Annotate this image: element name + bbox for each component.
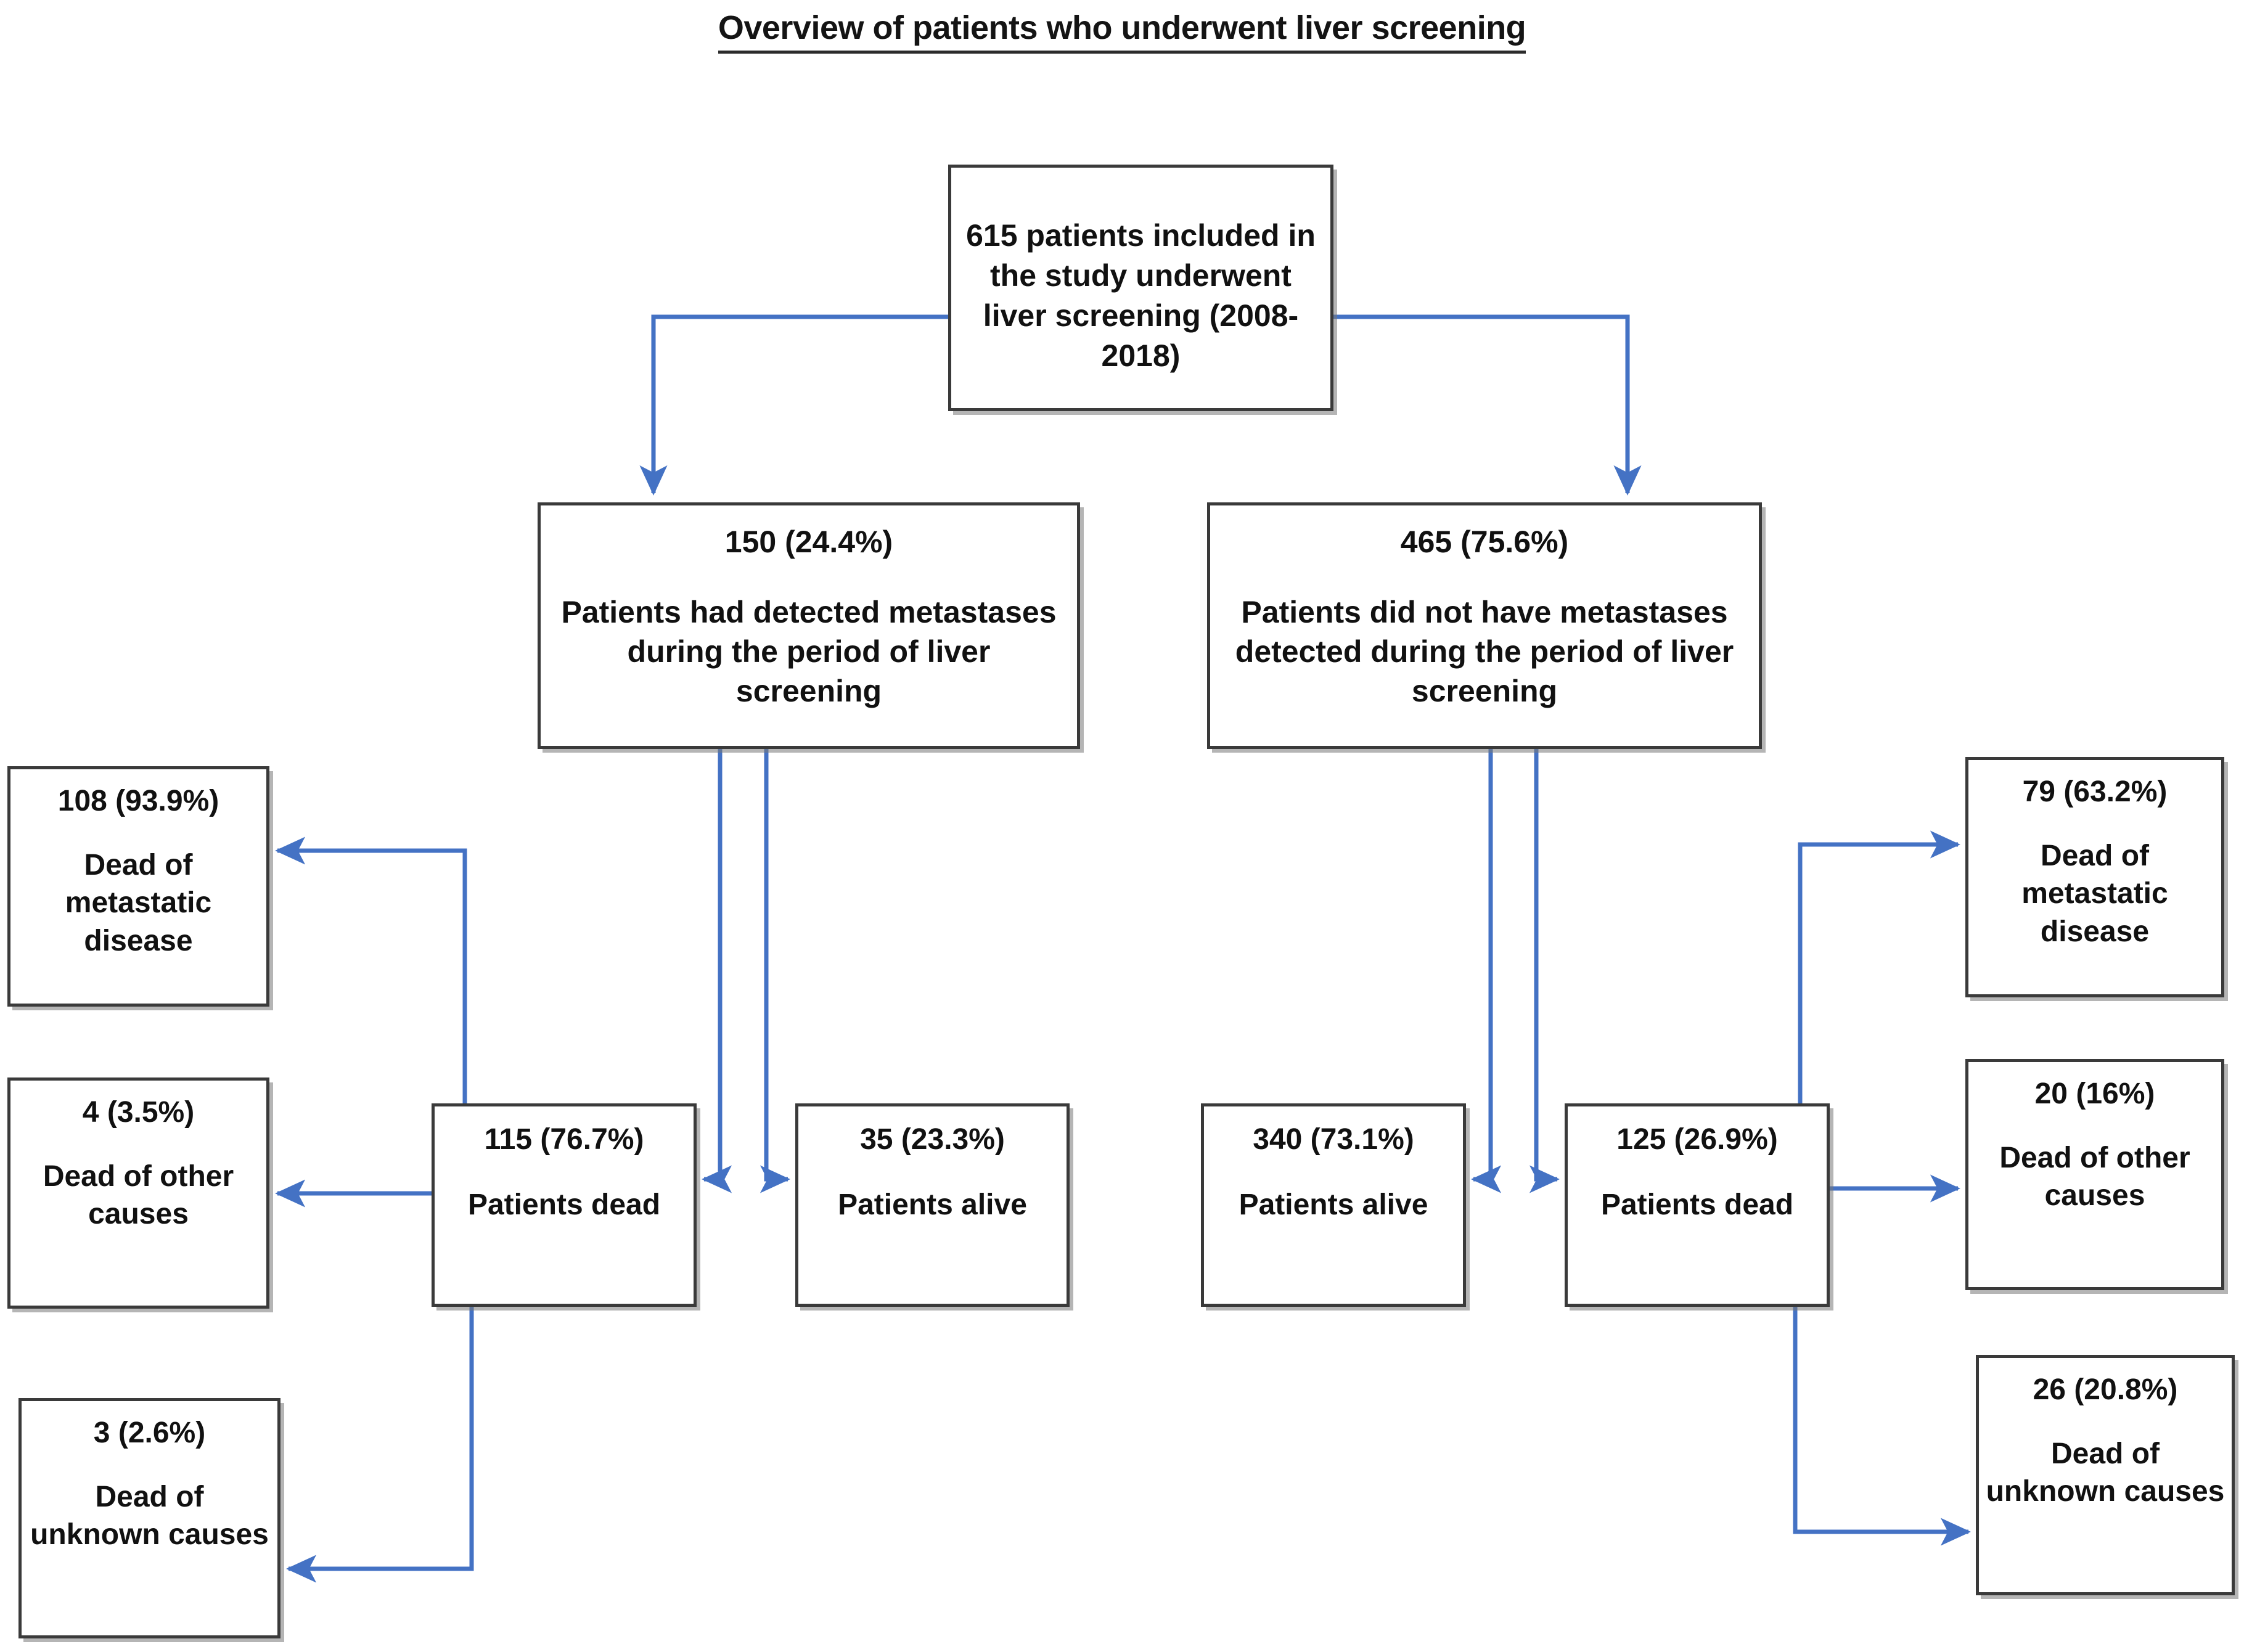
node-left-outcome-metastatic[interactable]: 108 (93.9%) Dead of metastatic disease bbox=[7, 766, 269, 1007]
node-left-outcome-metastatic-desc: Dead of metastatic disease bbox=[65, 848, 212, 957]
connector-notdetected-to-dead-right bbox=[1529, 749, 1560, 1193]
page-title: Overview of patients who underwent liver… bbox=[0, 9, 2244, 54]
node-root[interactable]: 615 patients included in the study under… bbox=[948, 165, 1333, 411]
node-left-outcome-unknown-count: 3 (2.6%) bbox=[93, 1417, 206, 1449]
node-left-outcome-metastatic-count: 108 (93.9%) bbox=[57, 785, 219, 817]
node-right-outcome-unknown[interactable]: 26 (20.8%) Dead of unknown causes bbox=[1976, 1355, 2235, 1595]
node-detected-count: 150 (24.4%) bbox=[724, 525, 893, 559]
node-dead-right[interactable]: 125 (26.9%) Patients dead bbox=[1565, 1103, 1830, 1307]
connector-detected-to-alive-left bbox=[760, 749, 790, 1193]
node-alive-right-count: 340 (73.1%) bbox=[1253, 1123, 1414, 1156]
node-detected-desc: Patients had detected metastases during … bbox=[561, 595, 1057, 708]
node-alive-right-desc: Patients alive bbox=[1239, 1188, 1428, 1221]
node-left-outcome-unknown[interactable]: 3 (2.6%) Dead of unknown causes bbox=[18, 1398, 280, 1638]
node-left-outcome-other-desc: Dead of other causes bbox=[43, 1159, 234, 1231]
connector-dead-left-to-unknown bbox=[286, 1307, 474, 1583]
node-alive-left[interactable]: 35 (23.3%) Patients alive bbox=[795, 1103, 1070, 1307]
node-right-outcome-unknown-desc: Dead of unknown causes bbox=[1986, 1437, 2225, 1508]
node-dead-right-desc: Patients dead bbox=[1600, 1188, 1794, 1221]
node-right-outcome-other-count: 20 (16%) bbox=[2034, 1077, 2155, 1110]
connector-root-to-detected bbox=[639, 314, 948, 496]
connector-root-to-notdetected bbox=[1333, 314, 1642, 496]
connector-notdetected-to-alive-right bbox=[1471, 749, 1502, 1193]
node-root-text: 615 patients included in the study under… bbox=[966, 218, 1316, 373]
node-left-outcome-other[interactable]: 4 (3.5%) Dead of other causes bbox=[7, 1077, 269, 1309]
connector-dead-right-to-unknown bbox=[1793, 1307, 1971, 1546]
node-dead-left-desc: Patients dead bbox=[467, 1188, 661, 1221]
node-notdetected-desc: Patients did not have metastases detecte… bbox=[1235, 595, 1734, 708]
node-alive-left-desc: Patients alive bbox=[838, 1188, 1027, 1221]
node-dead-left[interactable]: 115 (76.7%) Patients dead bbox=[432, 1103, 697, 1307]
node-dead-left-count: 115 (76.7%) bbox=[484, 1123, 644, 1156]
node-right-outcome-metastatic[interactable]: 79 (63.2%) Dead of metastatic disease bbox=[1965, 757, 2224, 997]
node-dead-right-count: 125 (26.9%) bbox=[1616, 1123, 1778, 1156]
node-alive-left-count: 35 (23.3%) bbox=[860, 1123, 1005, 1156]
connector-dead-right-to-metastatic bbox=[1798, 830, 1960, 1103]
node-right-outcome-unknown-count: 26 (20.8%) bbox=[2033, 1373, 2178, 1406]
node-right-outcome-metastatic-desc: Dead of metastatic disease bbox=[2021, 839, 2168, 948]
page-title-text: Overview of patients who underwent liver… bbox=[718, 9, 1526, 54]
node-left-outcome-other-count: 4 (3.5%) bbox=[82, 1096, 195, 1129]
connector-dead-left-to-metastatic bbox=[275, 836, 467, 1103]
node-no-metastases[interactable]: 465 (75.6%) Patients did not have metast… bbox=[1207, 502, 1762, 749]
node-right-outcome-other-desc: Dead of other causes bbox=[1999, 1141, 2190, 1212]
node-notdetected-count: 465 (75.6%) bbox=[1400, 525, 1569, 559]
node-left-outcome-unknown-desc: Dead of unknown causes bbox=[30, 1480, 269, 1552]
node-detected-metastases[interactable]: 150 (24.4%) Patients had detected metast… bbox=[538, 502, 1080, 749]
node-right-outcome-other[interactable]: 20 (16%) Dead of other causes bbox=[1965, 1059, 2224, 1290]
connector-detected-to-dead-left bbox=[702, 749, 732, 1193]
node-right-outcome-metastatic-count: 79 (63.2%) bbox=[2022, 775, 2168, 808]
node-alive-right[interactable]: 340 (73.1%) Patients alive bbox=[1201, 1103, 1466, 1307]
